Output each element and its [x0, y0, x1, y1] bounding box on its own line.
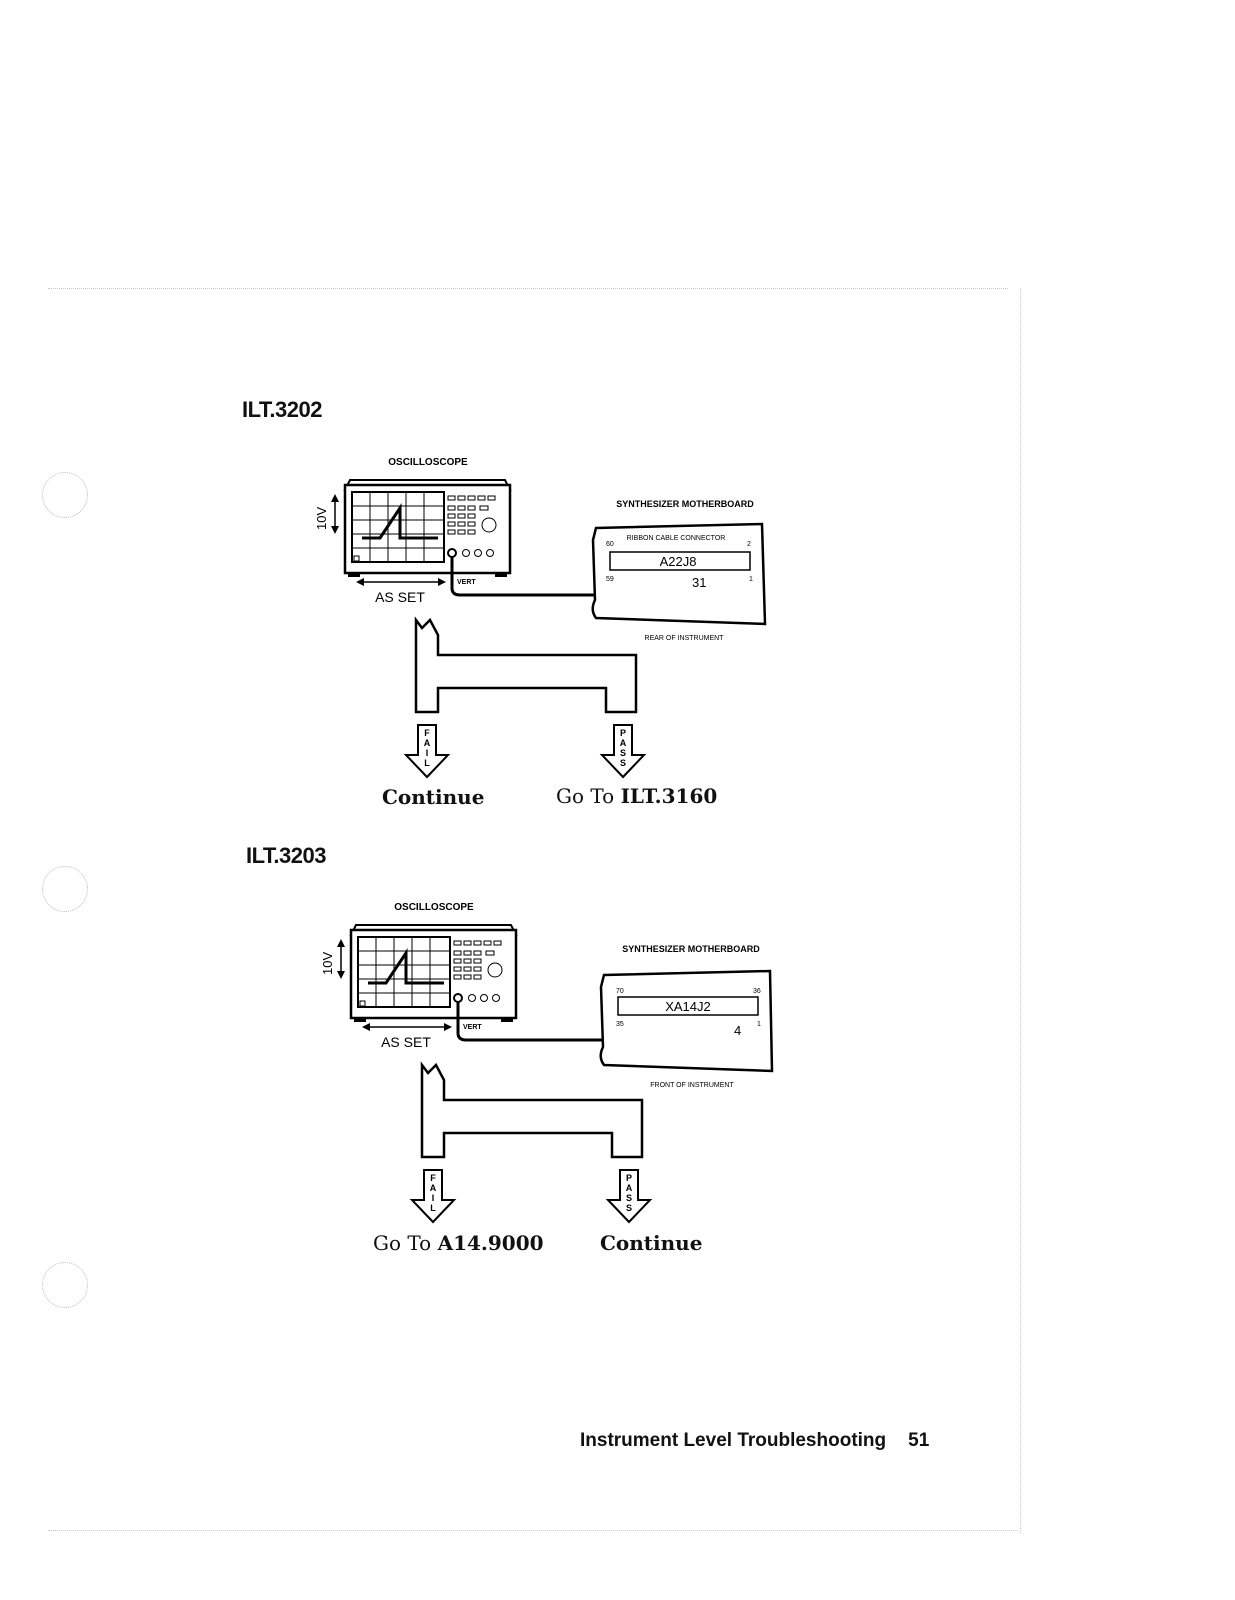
- page-trim-top: [48, 288, 1008, 289]
- decision-branch: F A I L P A S S: [409, 1061, 653, 1224]
- pin-top-left: 70: [616, 988, 624, 995]
- page-footer: Instrument Level Troubleshooting 51: [580, 1430, 929, 1452]
- test-pin-number: 31: [692, 575, 706, 590]
- pass-prefix: Go To: [556, 784, 615, 808]
- vert-input-jack: [447, 548, 457, 558]
- step-title: ILT.3202: [242, 397, 322, 422]
- fail-letter-i: I: [426, 748, 429, 758]
- test-setup-diagram: OSCILLOSCOPE: [306, 895, 826, 1275]
- fail-letter-a: A: [430, 1183, 437, 1193]
- pass-letter-s1: S: [620, 748, 626, 758]
- fail-letter-f: F: [430, 1173, 436, 1183]
- binder-hole-bottom: [42, 1262, 88, 1308]
- pass-arrow: [605, 1169, 653, 1224]
- pin-bottom-right: 1: [757, 1021, 761, 1028]
- test-pin-number: 4: [734, 1023, 741, 1038]
- page-number: 51: [908, 1430, 930, 1451]
- fail-target: Continue: [382, 785, 485, 809]
- fail-letter-i: I: [432, 1193, 435, 1203]
- motherboard-panel: SYNTHESIZER MOTHERBOARD 70 36 XA14J2 35 …: [599, 944, 774, 1089]
- fail-letter-l: L: [424, 758, 430, 768]
- fail-outcome: Continue: [382, 785, 484, 809]
- oscilloscope-label: OSCILLOSCOPE: [394, 902, 474, 913]
- connector-name: XA14J2: [665, 999, 711, 1014]
- oscilloscope: OSCILLOSCOPE: [314, 457, 512, 605]
- fail-letter-f: F: [424, 728, 430, 738]
- pass-arrow: [599, 724, 647, 779]
- vert-input-label: VERT: [457, 579, 476, 586]
- pass-letter-s1: S: [626, 1193, 632, 1203]
- pass-target: ILT.3160: [620, 784, 718, 808]
- motherboard-panel: SYNTHESIZER MOTHERBOARD RIBBON CABLE CON…: [591, 499, 767, 642]
- time-setting-label: AS SET: [375, 589, 425, 605]
- connector-caption: RIBBON CABLE CONNECTOR: [627, 535, 726, 542]
- pass-outcome: Continue: [600, 1231, 702, 1255]
- pin-bottom-left: 35: [616, 1021, 624, 1028]
- fail-outcome: Go To A14.9000: [373, 1231, 544, 1255]
- board-location: REAR OF INSTRUMENT: [645, 635, 725, 642]
- vert-input-label: VERT: [463, 1024, 482, 1031]
- page-trim-bottom: [48, 1530, 1018, 1531]
- binder-hole-middle: [42, 866, 88, 912]
- binder-hole-top: [42, 472, 88, 518]
- motherboard-title: SYNTHESIZER MOTHERBOARD: [622, 944, 760, 954]
- motherboard-title: SYNTHESIZER MOTHERBOARD: [616, 499, 754, 509]
- step-title: ILT.3203: [246, 843, 326, 868]
- time-setting-label: AS SET: [381, 1034, 431, 1050]
- pin-top-right: 2: [747, 541, 751, 548]
- footer-section-title: Instrument Level Troubleshooting: [580, 1430, 887, 1451]
- pin-bottom-left: 59: [606, 576, 614, 583]
- connector-name: A22J8: [660, 554, 697, 569]
- ramp-waveform: [368, 948, 444, 985]
- volts-per-div-label: 10V: [314, 507, 329, 530]
- test-setup-diagram: OSCILLOSCOPE: [300, 450, 820, 830]
- ramp-waveform: [362, 503, 438, 540]
- fail-target: A14.9000: [437, 1231, 544, 1255]
- board-location: FRONT OF INSTRUMENT: [650, 1082, 734, 1089]
- pin-top-left: 60: [606, 541, 614, 548]
- pass-outcome: Go To ILT.3160: [556, 784, 717, 808]
- pin-top-right: 36: [753, 988, 761, 995]
- fail-letter-l: L: [430, 1203, 436, 1213]
- pass-letter-p: P: [626, 1173, 632, 1183]
- connector-body: [609, 551, 751, 571]
- fail-letter-a: A: [424, 738, 431, 748]
- connector-body: [617, 996, 759, 1016]
- pass-target: Continue: [600, 1231, 703, 1255]
- vert-input-jack: [453, 993, 463, 1003]
- pin-bottom-right: 1: [749, 576, 753, 583]
- pass-letter-a: A: [626, 1183, 633, 1193]
- pass-letter-s2: S: [626, 1203, 632, 1213]
- pass-letter-a: A: [620, 738, 627, 748]
- oscilloscope-label: OSCILLOSCOPE: [388, 457, 468, 468]
- volts-per-div-label: 10V: [320, 952, 335, 975]
- fail-arrow: [409, 1169, 457, 1224]
- pass-letter-s2: S: [620, 758, 626, 768]
- oscilloscope: OSCILLOSCOPE: [320, 902, 518, 1050]
- fail-prefix: Go To: [373, 1231, 432, 1255]
- decision-branch: F A I L P A S S: [403, 616, 647, 779]
- fail-arrow: [403, 724, 451, 779]
- page-trim-right: [1020, 288, 1021, 1533]
- pass-letter-p: P: [620, 728, 626, 738]
